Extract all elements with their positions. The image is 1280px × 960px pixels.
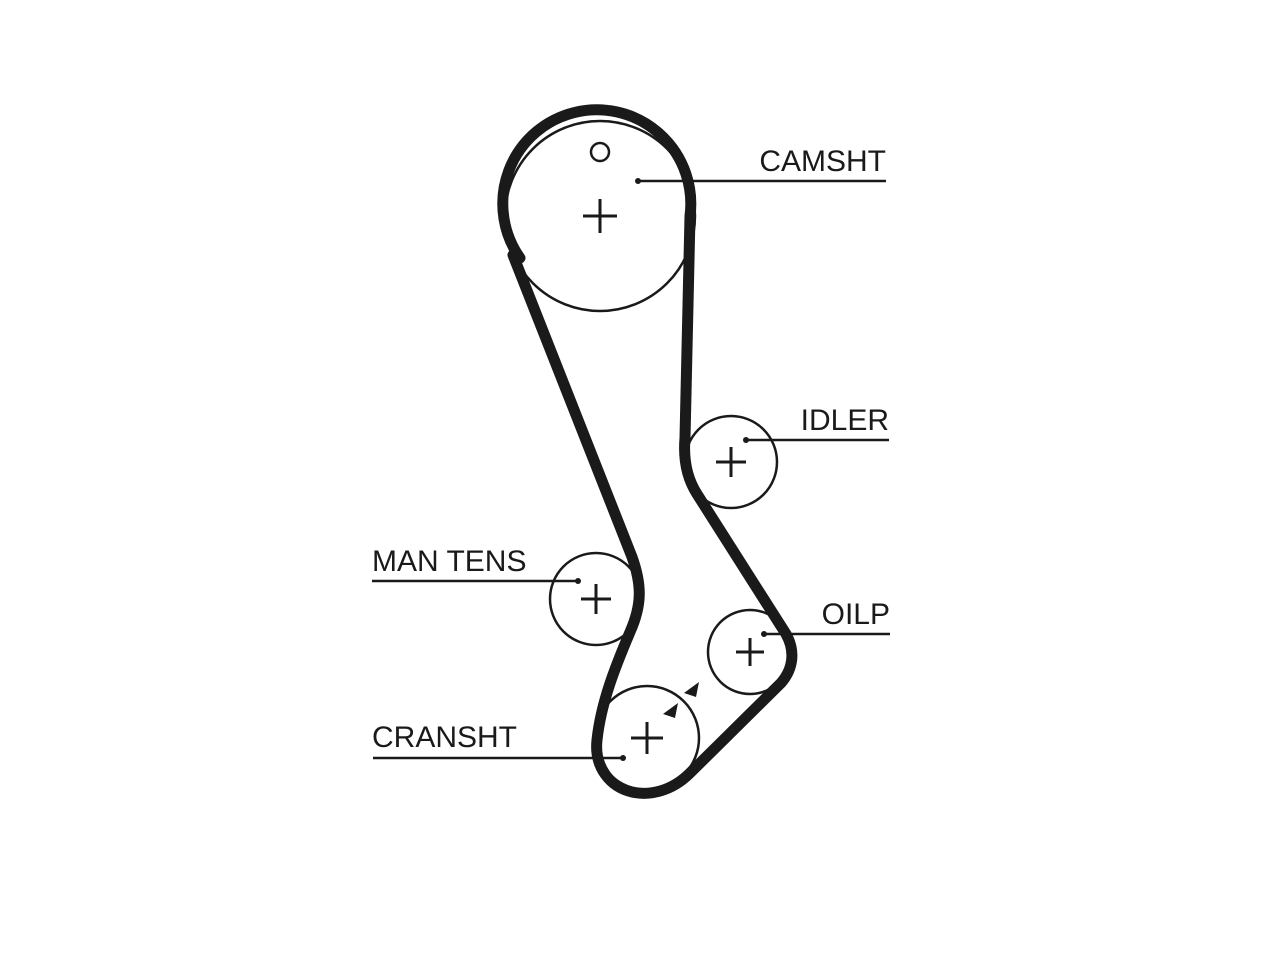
crankshaft-callout: CRANSHT [372,721,626,761]
oil-pump-center-icon [736,638,764,666]
crankshaft-center-icon [631,722,663,754]
crankshaft-label: CRANSHT [372,721,517,754]
oil-pump-label: OILP [822,598,890,631]
manual-tensioner-label: MAN TENS [372,545,526,578]
timing-belt [497,104,798,799]
manual-tensioner-center-icon [581,584,611,614]
camshaft-timing-mark-icon [589,141,611,163]
manual-tensioner-pulley [548,551,644,647]
camshaft-center-icon [583,199,617,233]
idler-label: IDLER [801,404,889,437]
camshaft-callout: CAMSHT [635,145,886,184]
idler-center-icon [716,447,746,477]
manual-tensioner-callout: MAN TENS [372,545,581,584]
idler-callout: IDLER [743,404,889,443]
camshaft-pulley [503,119,697,313]
oil-pump-callout: OILP [761,598,890,637]
oil-pump-pulley [706,608,794,696]
camshaft-label: CAMSHT [759,145,886,178]
rotation-direction-icon [663,682,699,718]
